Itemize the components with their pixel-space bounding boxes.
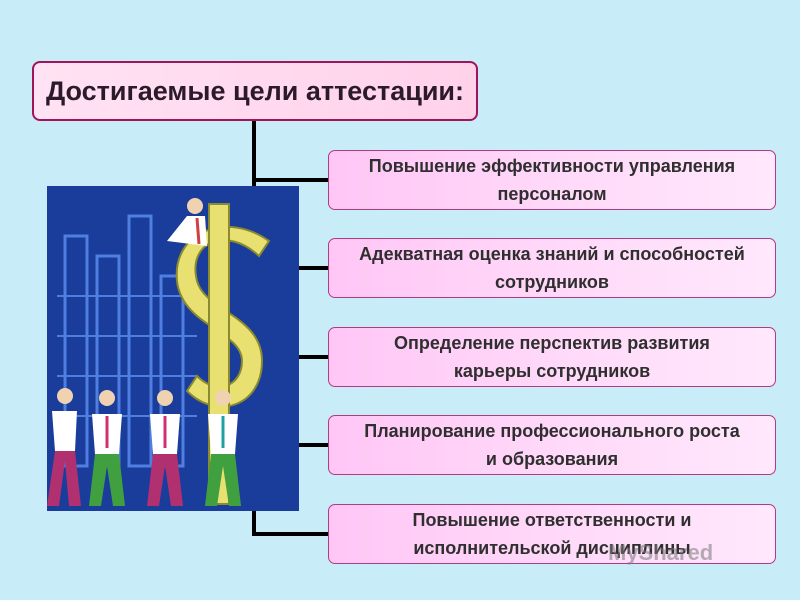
goal-2-line-2: сотрудников	[495, 272, 609, 292]
goal-3-line-2: карьеры сотрудников	[453, 361, 651, 381]
connector-branch-5	[252, 532, 329, 536]
goal-3-line-1: Определение перспектив развития	[394, 333, 710, 353]
goal-4-line-1: Планирование профессионального роста	[364, 421, 740, 441]
goal-box-2: Адекватная оценка знаний и способностей с…	[328, 238, 776, 298]
business-clipart-image	[47, 186, 299, 511]
goal-2-line-1: Адекватная оценка знаний и способностей	[359, 244, 745, 264]
goal-box-3: Определение перспектив развития карьеры с…	[328, 327, 776, 387]
goal-5-line-2: исполнительской дисциплины	[413, 538, 691, 558]
goal-5-line-1: Повышение ответственности и	[412, 510, 692, 530]
goal-1-line-1: Повышение эффективности управления	[368, 156, 736, 176]
goal-1-line-2: персоналом	[497, 184, 607, 204]
connector-branch-1	[252, 178, 329, 182]
diagram-title: Достигаемые цели аттестации:	[32, 61, 478, 121]
goal-4-line-2: и образования	[485, 449, 619, 469]
goal-box-4: Планирование профессионального роста и об…	[328, 415, 776, 475]
watermark-text: MyShared	[608, 540, 714, 565]
goal-box-5: Повышение ответственности и исполнительск…	[328, 504, 776, 564]
goal-box-1: Повышение эффективности управления персон…	[328, 150, 776, 210]
